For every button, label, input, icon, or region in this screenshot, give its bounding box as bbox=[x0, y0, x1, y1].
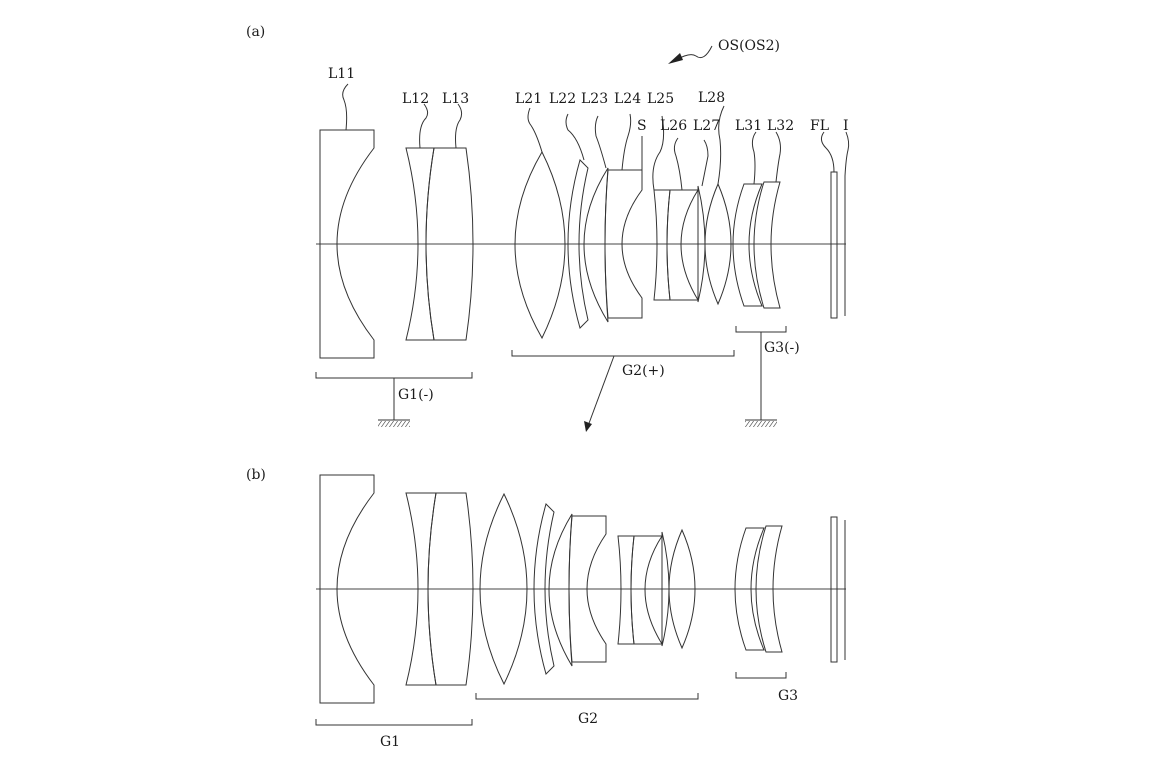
label-s: S bbox=[637, 118, 647, 134]
leader-l13 bbox=[455, 103, 463, 149]
lens-l31 bbox=[732, 183, 763, 307]
label-l27: L27 bbox=[693, 118, 720, 134]
bracket-g3-a bbox=[735, 326, 787, 333]
lens-l21 bbox=[514, 150, 566, 340]
lens-b9 bbox=[630, 535, 663, 645]
bracket-g3-b bbox=[735, 672, 787, 679]
label-l21: L21 bbox=[515, 91, 542, 107]
g3-ground-hatch bbox=[745, 421, 777, 427]
label-l12: L12 bbox=[402, 91, 429, 107]
label-l32: L32 bbox=[767, 118, 794, 134]
leader-l11 bbox=[342, 83, 349, 131]
leader-l27 bbox=[701, 139, 709, 187]
lens-b5 bbox=[533, 503, 555, 675]
panel-b: (b) G1 G2 G3 bbox=[246, 467, 846, 750]
lens-b4 bbox=[479, 492, 528, 686]
g2-arrowhead bbox=[584, 421, 592, 432]
lens-l13 bbox=[425, 147, 474, 341]
lens-l24 bbox=[604, 169, 643, 319]
lens-l25 bbox=[653, 189, 671, 301]
lens-l11 bbox=[319, 129, 375, 359]
label-l22: L22 bbox=[549, 91, 576, 107]
leader-l28 bbox=[717, 105, 725, 185]
leader-l26 bbox=[673, 137, 683, 191]
g2-arrow-line bbox=[587, 355, 615, 427]
filter-fl bbox=[830, 171, 838, 319]
leader-fl bbox=[820, 131, 835, 173]
leader-i bbox=[844, 131, 850, 177]
panel-b-label: (b) bbox=[246, 467, 266, 483]
label-g2-a: G2(+) bbox=[622, 363, 665, 379]
lens-b11 bbox=[668, 528, 696, 650]
leader-l31 bbox=[751, 131, 757, 185]
system-pointer-line bbox=[675, 45, 713, 61]
label-g3-b: G3 bbox=[778, 688, 798, 704]
g1-ground-hatch bbox=[378, 421, 410, 427]
label-l11: L11 bbox=[328, 66, 355, 82]
lens-b3 bbox=[427, 492, 474, 686]
filter-fl-b bbox=[830, 516, 838, 663]
lens-b7 bbox=[568, 515, 607, 663]
leader-l21 bbox=[527, 107, 543, 153]
lens-b12 bbox=[734, 527, 765, 651]
lens-b8 bbox=[617, 535, 635, 645]
lens-b13 bbox=[755, 525, 783, 653]
label-l13: L13 bbox=[442, 91, 469, 107]
bracket-g1-b bbox=[315, 719, 473, 726]
leader-l24 bbox=[621, 113, 632, 171]
label-g1-b: G1 bbox=[380, 734, 400, 750]
lens-l28 bbox=[704, 182, 732, 306]
lens-l23 bbox=[583, 167, 609, 323]
label-l23: L23 bbox=[581, 91, 608, 107]
label-l25: L25 bbox=[647, 91, 674, 107]
label-l24: L24 bbox=[614, 91, 641, 107]
panel-a: (a) OS(OS2) bbox=[246, 24, 850, 432]
leader-l22 bbox=[565, 113, 585, 161]
system-pointer-arrowhead bbox=[668, 53, 683, 64]
leader-l12 bbox=[419, 103, 429, 149]
lens-l26 bbox=[666, 189, 699, 301]
bracket-g2-b bbox=[475, 693, 699, 700]
label-g3-a: G3(-) bbox=[764, 340, 800, 356]
label-l28: L28 bbox=[698, 90, 725, 106]
label-l26: L26 bbox=[660, 118, 687, 134]
leader-l23 bbox=[594, 115, 607, 169]
bracket-g2-a bbox=[511, 350, 735, 357]
system-label: OS(OS2) bbox=[718, 38, 780, 54]
panel-a-label: (a) bbox=[246, 24, 265, 40]
label-l31: L31 bbox=[735, 118, 762, 134]
label-g1-a: G1(-) bbox=[398, 387, 434, 403]
leader-l32 bbox=[775, 131, 781, 183]
label-fl: FL bbox=[810, 118, 829, 134]
lens-l22 bbox=[567, 159, 589, 329]
label-g2-b: G2 bbox=[578, 711, 598, 727]
leader-l25 bbox=[652, 115, 665, 191]
lens-l32 bbox=[753, 181, 781, 309]
label-i: I bbox=[843, 118, 849, 134]
lens-b1 bbox=[319, 474, 375, 704]
bracket-g1-a bbox=[315, 372, 473, 379]
